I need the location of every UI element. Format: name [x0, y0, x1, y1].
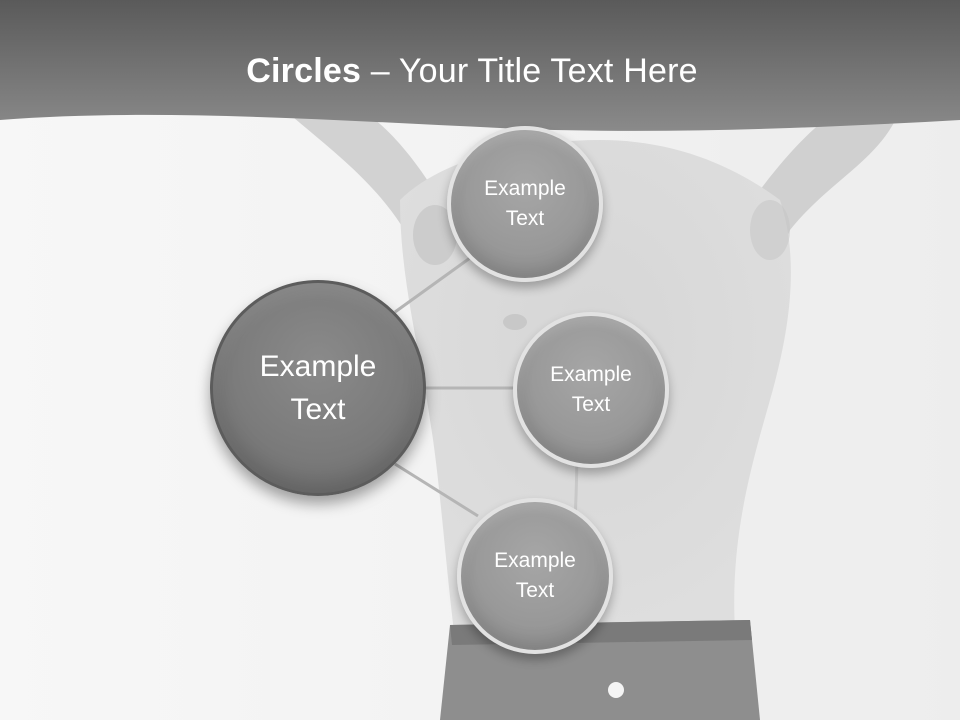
- title-bold-part: Circles: [246, 52, 362, 90]
- title-banner: [0, 0, 960, 131]
- node-circle-bottom: Example Text: [457, 498, 613, 654]
- node-circle-middle: Example Text: [513, 312, 669, 468]
- title-rest-part: – Your Title Text Here: [361, 52, 698, 90]
- node-circle-label: Example Text: [484, 177, 566, 230]
- node-circle-top: Example Text: [447, 126, 603, 282]
- center-circle-label: Example Text: [259, 349, 377, 427]
- connector-line: [394, 462, 479, 518]
- slide-title: Circles – Your Title Text Here: [0, 52, 944, 91]
- node-circle-label: Example Text: [494, 549, 576, 602]
- connector-line: [394, 256, 471, 314]
- center-circle: Example Text: [210, 280, 426, 496]
- node-circle-label: Example Text: [550, 363, 632, 416]
